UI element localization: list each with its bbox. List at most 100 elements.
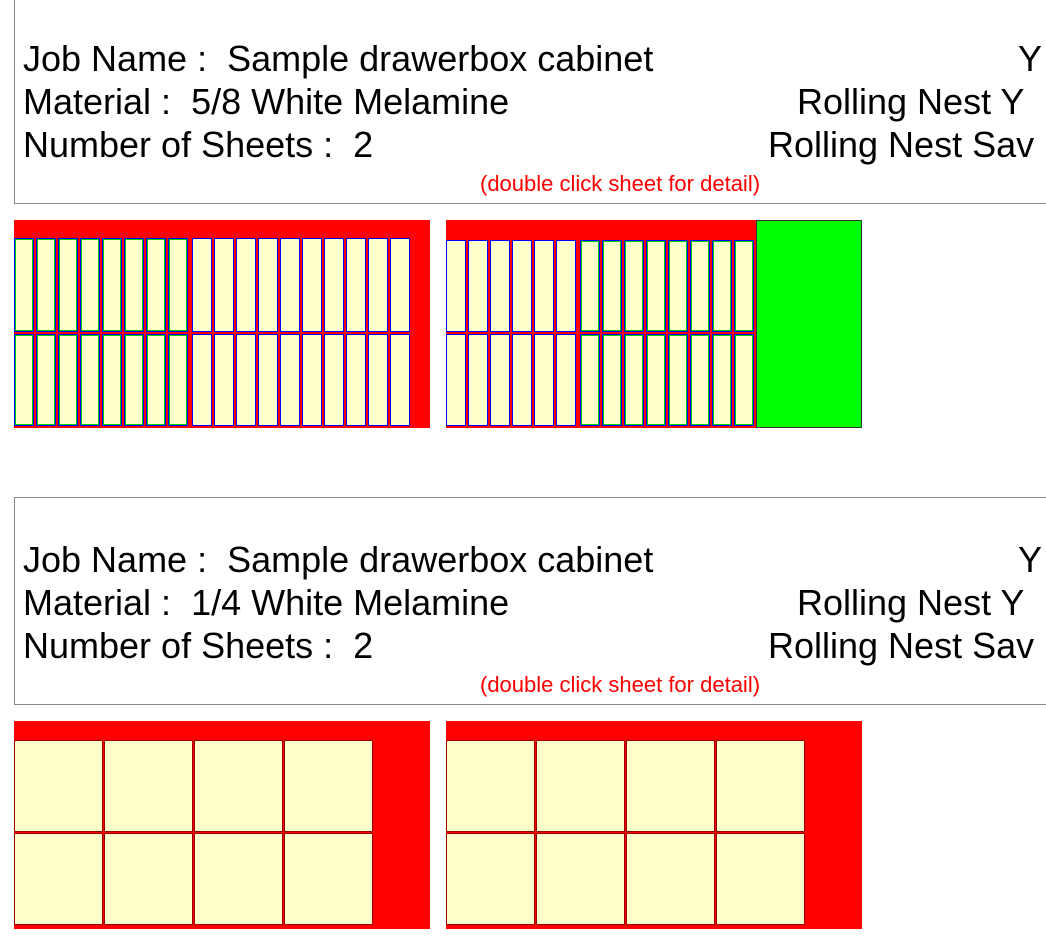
sheet-2-1-4-melamine[interactable] (446, 721, 862, 929)
nested-part (236, 334, 256, 426)
nested-part (194, 833, 283, 925)
job-name-line: Job Name : Sample drawerbox cabinet (23, 39, 653, 79)
sheet-count-label: Number of Sheets : (23, 625, 334, 666)
nested-part (536, 833, 625, 925)
nested-part (14, 334, 34, 426)
nested-part (468, 334, 488, 426)
nested-part (446, 740, 535, 832)
sheet-count-line: Number of Sheets : 2 (23, 626, 373, 666)
nested-part (214, 334, 234, 426)
nested-part (102, 334, 122, 426)
nested-part (624, 334, 644, 426)
nested-part (646, 334, 666, 426)
material-value: 5/8 White Melamine (191, 81, 510, 122)
sheet-1-1-4-melamine[interactable] (14, 721, 430, 929)
nested-part (280, 334, 300, 426)
nested-part (734, 334, 754, 426)
nested-part (14, 740, 103, 832)
nested-part (258, 238, 278, 332)
remnant-offcut[interactable] (756, 220, 862, 428)
nested-part (646, 240, 666, 332)
nested-part (236, 238, 256, 332)
nested-part (102, 238, 122, 332)
nested-part (284, 833, 373, 925)
nested-part (512, 334, 532, 426)
nested-part (104, 740, 193, 832)
nested-part (192, 238, 212, 332)
nested-part (146, 334, 166, 426)
job-name-value: Sample drawerbox cabinet (227, 539, 654, 580)
sheet-2-5-8-melamine[interactable] (446, 220, 758, 428)
nested-part (446, 833, 535, 925)
nested-part (580, 240, 600, 332)
nested-part (390, 334, 410, 426)
nested-part (324, 334, 344, 426)
nested-part (36, 238, 56, 332)
right-info-line-3: Rolling Nest Sav (768, 626, 1035, 666)
nested-part (280, 238, 300, 332)
detail-hint: (double click sheet for detail) (480, 672, 761, 697)
sheet-count-value: 2 (353, 124, 374, 165)
nested-part (146, 238, 166, 332)
nested-part (556, 334, 576, 426)
job-header-2: Job Name : Sample drawerbox cabinet Mate… (14, 497, 1046, 705)
right-info-line-3: Rolling Nest Sav (768, 125, 1035, 165)
nested-part (302, 334, 322, 426)
nested-part (556, 240, 576, 332)
nested-part (626, 833, 715, 925)
job-header-1: Job Name : Sample drawerbox cabinet Mate… (14, 0, 1046, 204)
nested-part (124, 238, 144, 332)
nested-part (14, 833, 103, 925)
nested-part (446, 334, 466, 426)
nested-part (716, 740, 805, 832)
nested-part (58, 334, 78, 426)
nested-part (168, 238, 188, 332)
nested-part (390, 238, 410, 332)
nested-part (716, 833, 805, 925)
nested-part (346, 334, 366, 426)
nested-part (324, 238, 344, 332)
nested-part (80, 334, 100, 426)
nested-part (490, 240, 510, 332)
job-name-line: Job Name : Sample drawerbox cabinet (23, 540, 653, 580)
material-value: 1/4 White Melamine (191, 582, 510, 623)
nested-part (690, 240, 710, 332)
material-line: Material : 1/4 White Melamine (23, 583, 509, 623)
nested-part (668, 240, 688, 332)
nested-part (602, 240, 622, 332)
nested-part (214, 238, 234, 332)
nested-part (168, 334, 188, 426)
nested-part (194, 740, 283, 832)
nested-part (124, 334, 144, 426)
nested-part (368, 334, 388, 426)
job-name-label: Job Name : (23, 539, 208, 580)
nested-part (80, 238, 100, 332)
sheet-1-5-8-melamine[interactable] (14, 220, 430, 428)
nested-part (534, 240, 554, 332)
right-info-line-2: Rolling Nest Y (797, 82, 1025, 122)
right-info-line-2: Rolling Nest Y (797, 583, 1025, 623)
material-label: Material : (23, 582, 172, 623)
nested-part (734, 240, 754, 332)
nested-part (58, 238, 78, 332)
right-info-line-1: Y (1018, 39, 1043, 79)
nested-part (712, 240, 732, 332)
material-line: Material : 5/8 White Melamine (23, 82, 509, 122)
nested-part (668, 334, 688, 426)
sheet-count-value: 2 (353, 625, 374, 666)
job-name-value: Sample drawerbox cabinet (227, 38, 654, 79)
nested-part (534, 334, 554, 426)
nested-part (536, 740, 625, 832)
material-label: Material : (23, 81, 172, 122)
nested-part (690, 334, 710, 426)
nested-part (468, 240, 488, 332)
job-name-label: Job Name : (23, 38, 208, 79)
nested-part (626, 740, 715, 832)
sheet-count-label: Number of Sheets : (23, 124, 334, 165)
nested-part (346, 238, 366, 332)
nested-part (368, 238, 388, 332)
right-info-line-1: Y (1018, 540, 1043, 580)
nested-part (258, 334, 278, 426)
nested-part (490, 334, 510, 426)
nested-part (104, 833, 193, 925)
